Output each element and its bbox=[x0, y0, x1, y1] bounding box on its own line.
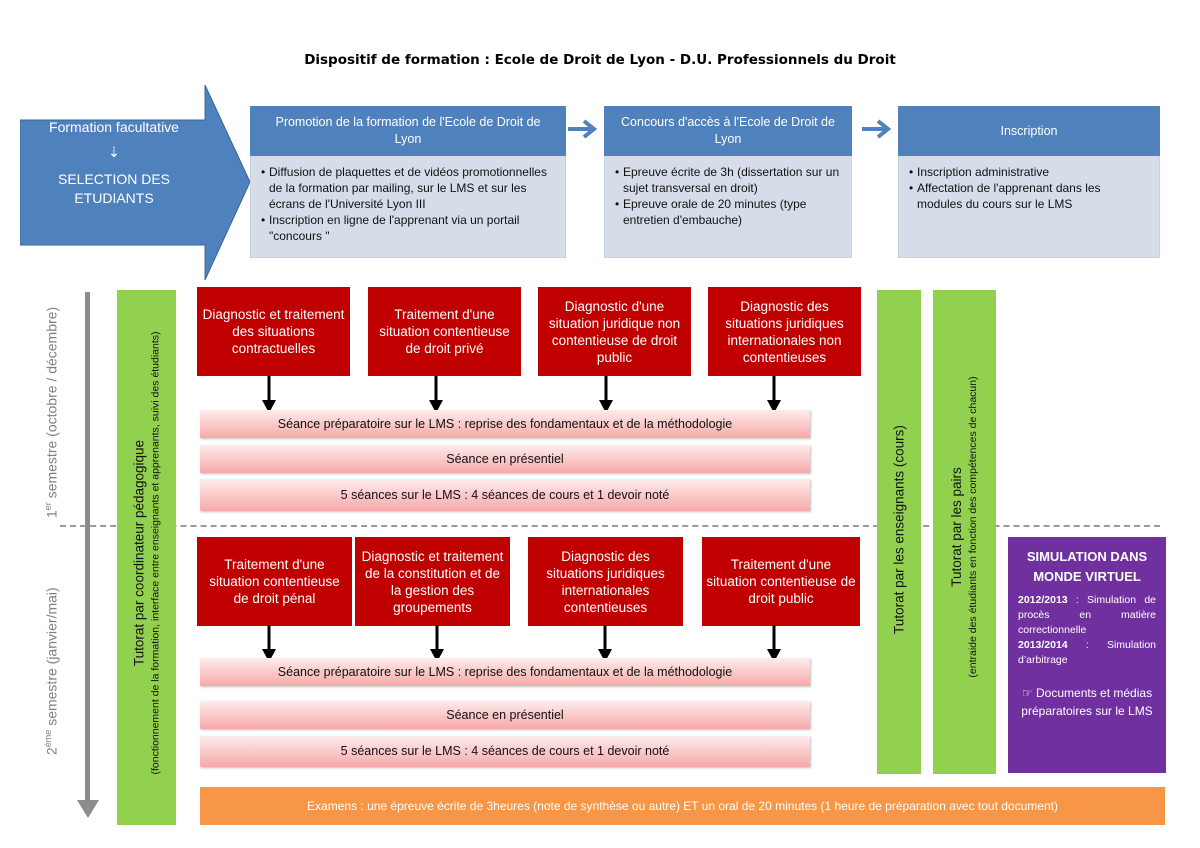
tutorat-coordinateur-bar: Tutorat par coordinateur pédagogique (fo… bbox=[117, 290, 176, 825]
tutorat-enseignants-label: Tutorat par les enseignants (cours) bbox=[892, 288, 907, 772]
down-arrow-icon bbox=[429, 376, 443, 413]
step-bullet: Diffusion de plaquettes et de vidéos pro… bbox=[261, 164, 555, 212]
semester-divider bbox=[60, 525, 1160, 527]
down-arrow-icon bbox=[767, 625, 781, 662]
simulation-item: 2012/2013 : Simulation de procès en mati… bbox=[1018, 593, 1156, 638]
simulation-text: : Simulation de procès en matière correc… bbox=[1018, 594, 1156, 636]
session-lms-s1: 5 séances sur le LMS : 4 séances de cour… bbox=[200, 479, 810, 511]
down-arrow-icon bbox=[598, 625, 612, 662]
selection-label-line1: SELECTION DES bbox=[57, 171, 171, 187]
session-preparatoire-s2: Séance préparatoire sur le LMS : reprise… bbox=[200, 658, 810, 686]
simulation-item: 2013/2014 : Simulation d’arbitrage bbox=[1018, 638, 1156, 668]
step-bullet: Epreuve écrite de 3h (dissertation sur u… bbox=[615, 164, 841, 196]
simulation-title: SIMULATION DANS MONDE VIRTUEL bbox=[1026, 549, 1148, 584]
tutorat-pairs-title: Tutorat par les pairs bbox=[949, 467, 964, 587]
timeline-line bbox=[85, 292, 90, 802]
step-bullet: Inscription administrative bbox=[909, 164, 1149, 180]
module-s2: Traitement d'une situation contentieuse … bbox=[702, 537, 860, 626]
step-promotion: Promotion de la formation de l'Ecole de … bbox=[250, 106, 566, 258]
simulation-year: 2012/2013 bbox=[1018, 594, 1068, 606]
down-arrow-icon bbox=[767, 376, 781, 413]
semester1-ordinal: 1 bbox=[43, 510, 60, 518]
down-arrow-icon bbox=[262, 376, 276, 413]
module-s2: Diagnostic et traitement de la constitut… bbox=[355, 537, 510, 626]
flow-arrow-icon bbox=[862, 119, 892, 139]
down-arrow-icon bbox=[262, 625, 276, 662]
exam-bar: Examens : une épreuve écrite de 3heures … bbox=[200, 787, 1165, 825]
formation-facultative-label: Formation facultative bbox=[49, 119, 179, 135]
session-lms-s2: 5 séances sur le LMS : 4 séances de cour… bbox=[200, 736, 810, 767]
semester2-ordinal: 2 bbox=[43, 747, 60, 755]
step-header: Concours d'accès à l'Ecole de Droit de L… bbox=[604, 106, 852, 156]
step-bullet: Affectation de l'apprenant dans les modu… bbox=[909, 180, 1149, 212]
session-presentiel-s2: Séance en présentiel bbox=[200, 701, 810, 729]
simulation-documents-note: ☞ Documents et médias préparatoires sur … bbox=[1021, 686, 1153, 718]
step-bullet: Epreuve orale de 20 minutes (type entret… bbox=[615, 196, 841, 228]
selection-arrow-label: Formation facultative ⇣ SELECTION DES ET… bbox=[25, 118, 203, 208]
simulation-text: : Simulation d’arbitrage bbox=[1018, 639, 1156, 666]
tutorat-coordinateur-title: Tutorat par coordinateur pédagogique bbox=[131, 439, 147, 667]
module-s1: Traitement d'une situation contentieuse … bbox=[368, 287, 521, 376]
diagram-title: Dispositif de formation : Ecole de Droit… bbox=[304, 52, 896, 68]
step-body: Diffusion de plaquettes et de vidéos pro… bbox=[250, 156, 566, 258]
tutorat-coordinateur-label: Tutorat par coordinateur pédagogique (fo… bbox=[132, 286, 162, 821]
down-arrow-icon bbox=[599, 376, 613, 413]
semester2-label: 2ème semestre (janvier/mai) bbox=[43, 587, 60, 755]
tutorat-pairs-subtitle: (entraide des étudiants en fonction des … bbox=[967, 376, 979, 678]
semester1-text: semestre (octobre / décembre) bbox=[43, 306, 60, 503]
timeline-arrowhead-icon bbox=[77, 800, 99, 818]
tutorat-pairs-bar: Tutorat par les pairs (entraide des étud… bbox=[933, 290, 996, 774]
semester1-sup: er bbox=[43, 502, 53, 511]
semester1-label: 1er semestre (octobre / décembre) bbox=[43, 307, 60, 518]
semester2-sup: ème bbox=[43, 729, 53, 748]
selection-arrow-shape bbox=[20, 85, 250, 280]
session-presentiel-s1: Séance en présentiel bbox=[200, 445, 810, 473]
session-preparatoire-s1: Séance préparatoire sur le LMS : reprise… bbox=[200, 410, 810, 438]
dotted-down-arrow-icon: ⇣ bbox=[108, 144, 120, 160]
semester2-text: semestre (janvier/mai) bbox=[43, 587, 60, 730]
tutorat-coordinateur-subtitle: (fonctionnement de la formation, interfa… bbox=[149, 331, 162, 775]
down-arrow-icon bbox=[430, 625, 444, 662]
step-header: Inscription bbox=[898, 106, 1160, 156]
flow-arrow-icon bbox=[568, 119, 598, 139]
simulation-box: SIMULATION DANS MONDE VIRTUEL 2012/2013 … bbox=[1008, 537, 1166, 773]
module-s1: Diagnostic des situations juridiques int… bbox=[708, 287, 861, 376]
step-header: Promotion de la formation de l'Ecole de … bbox=[250, 106, 566, 156]
step-body: Inscription administrative Affectation d… bbox=[898, 156, 1160, 258]
module-s1: Diagnostic et traitement des situations … bbox=[197, 287, 350, 376]
step-body: Epreuve écrite de 3h (dissertation sur u… bbox=[604, 156, 852, 258]
module-s1: Diagnostic d'une situation juridique non… bbox=[538, 287, 691, 376]
module-s2: Diagnostic des situations juridiques int… bbox=[528, 537, 683, 626]
tutorat-enseignants-title: Tutorat par les enseignants (cours) bbox=[891, 425, 907, 634]
tutorat-pairs-label: Tutorat par les pairs (entraide des étud… bbox=[949, 285, 979, 769]
simulation-year: 2013/2014 bbox=[1018, 639, 1068, 651]
step-concours: Concours d'accès à l'Ecole de Droit de L… bbox=[604, 106, 852, 258]
tutorat-enseignants-bar: Tutorat par les enseignants (cours) bbox=[877, 290, 921, 774]
module-s2: Traitement d'une situation contentieuse … bbox=[197, 537, 352, 626]
step-inscription: Inscription Inscription administrative A… bbox=[898, 106, 1160, 258]
selection-label-line2: ETUDIANTS bbox=[74, 190, 154, 206]
step-bullet: Inscription en ligne de l'apprenant via … bbox=[261, 212, 555, 244]
